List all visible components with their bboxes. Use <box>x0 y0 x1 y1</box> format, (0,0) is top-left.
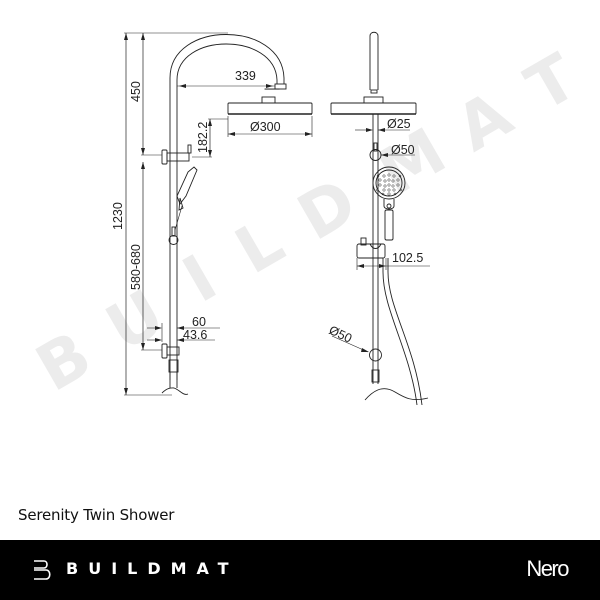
dim-pipe-diameter: Ø25 <box>387 117 411 131</box>
dim-rail-adjust: 580-680 <box>129 244 143 290</box>
dim-bracket-diameter-bottom: Ø50 <box>327 323 354 346</box>
svg-text:D: D <box>286 165 369 256</box>
side-view <box>124 32 313 396</box>
dim-wall-offset-outer: 60 <box>192 315 206 329</box>
product-title: Serenity Twin Shower <box>18 506 175 524</box>
svg-text:I: I <box>171 242 229 318</box>
front-view <box>330 31 430 406</box>
svg-text:L: L <box>224 205 296 289</box>
buildmat-logo-icon <box>34 560 51 580</box>
dim-bracket-diameter-top: Ø50 <box>391 143 415 157</box>
dim-riser-top: 450 <box>129 81 143 102</box>
brand-name: BUILDMAT <box>66 559 239 578</box>
svg-text:T: T <box>514 40 589 126</box>
dim-holder-width: 102.5 <box>392 251 423 265</box>
dim-arm-reach: 339 <box>235 69 256 83</box>
dim-overall-height: 1230 <box>111 202 125 230</box>
partner-brand: Nero <box>526 556 569 581</box>
svg-text:B: B <box>24 318 103 406</box>
watermark: B U I L D M A T <box>24 40 589 406</box>
footer-bar: BUILDMAT Nero <box>0 540 600 600</box>
dim-head-diameter: Ø300 <box>250 120 281 134</box>
dim-wall-offset-inner: 43.6 <box>183 328 207 342</box>
dim-bracket-to-head: 182.2 <box>196 122 210 153</box>
svg-text:A: A <box>444 77 524 166</box>
technical-drawing: B U I L D M A T <box>24 31 590 407</box>
